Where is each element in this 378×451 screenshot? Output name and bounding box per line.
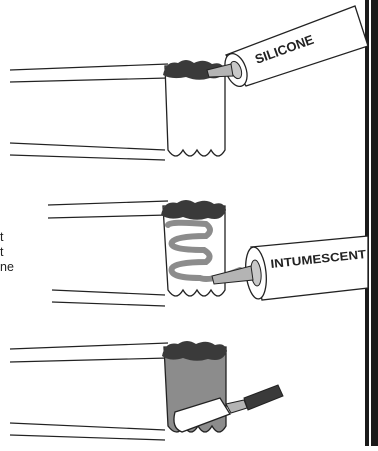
- pipe-lines-2: [47, 200, 169, 307]
- trowel-icon: [173, 384, 284, 433]
- wall-section-1: [164, 65, 226, 157]
- panel-silicone: SILICONE: [9, 5, 369, 161]
- panel-intumescent: INTUMESCENT: [47, 200, 369, 307]
- margin-text-line-3: ne: [0, 260, 14, 274]
- pipe-lines-3: [9, 342, 169, 441]
- panel-trowel: [9, 341, 284, 441]
- sealant-cap: [162, 341, 227, 361]
- margin-text-line-1: t: [0, 230, 4, 244]
- margin-text-line-2: t: [0, 245, 4, 259]
- silicone-tube: [206, 5, 369, 87]
- intumescent-cap: [161, 200, 226, 220]
- divider-bar: [365, 0, 378, 446]
- divider-highlight: [369, 0, 371, 446]
- intumescent-strip: [165, 219, 243, 282]
- pipe-lines-1: [9, 63, 169, 161]
- intumescent-tube: [211, 235, 369, 301]
